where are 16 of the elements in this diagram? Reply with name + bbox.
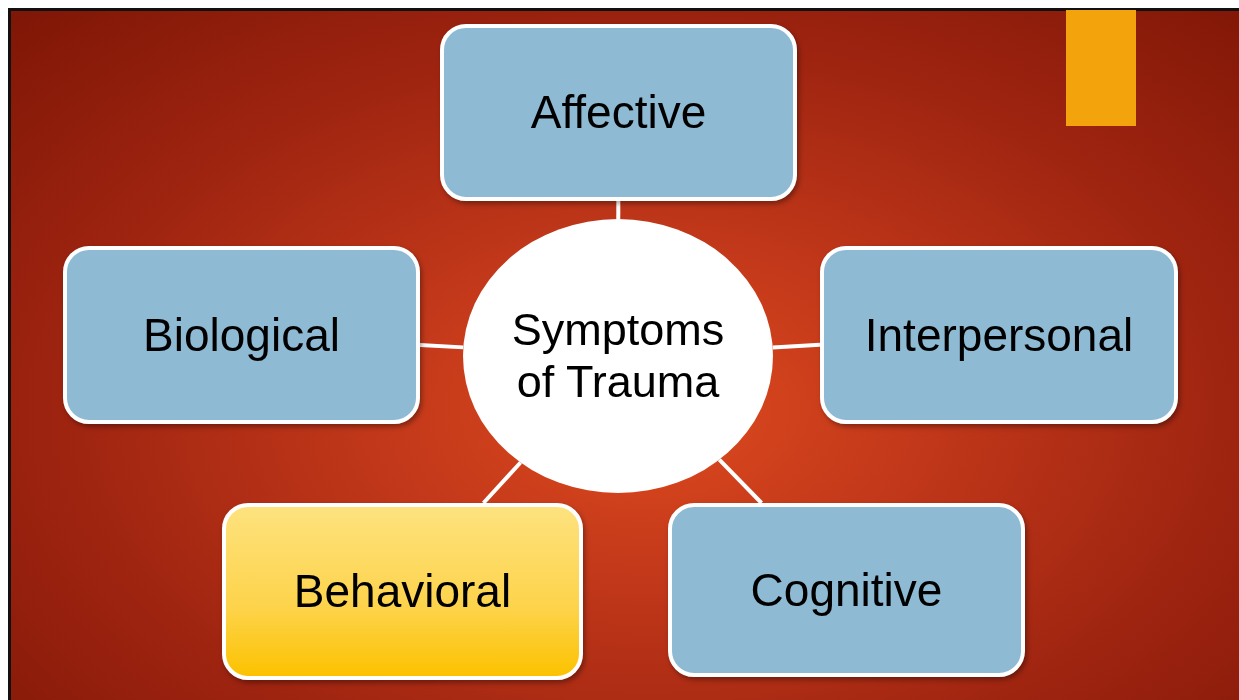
connector-line [482, 461, 522, 505]
connector-line [616, 201, 621, 219]
category-box [222, 503, 583, 680]
connector-line [419, 342, 464, 350]
category-box [820, 246, 1178, 424]
node-label: Biological [143, 308, 340, 362]
connector-line [772, 342, 821, 350]
category-box [668, 503, 1025, 677]
category-box [63, 246, 420, 424]
node-label: Behavioral [293, 565, 512, 618]
node-label: Interpersonal [864, 308, 1134, 362]
node-label: Cognitive [750, 563, 943, 617]
connector-line [717, 458, 763, 505]
category-box [440, 24, 797, 201]
node-label: Symptoms of Trauma [510, 304, 726, 408]
node-label: Affective [530, 86, 707, 139]
